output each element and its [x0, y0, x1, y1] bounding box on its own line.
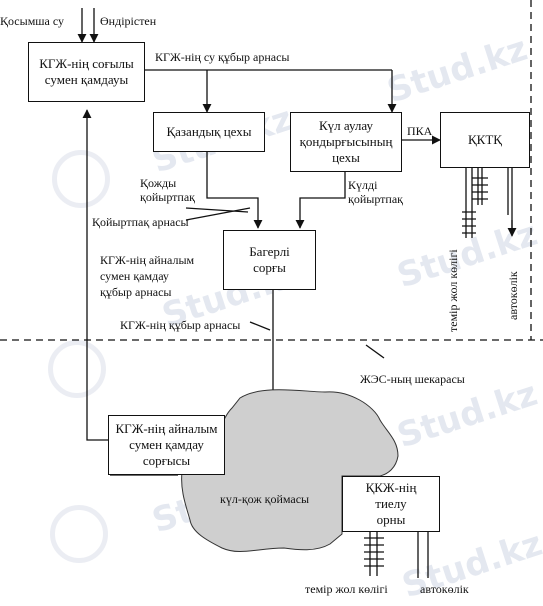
auto-top-label: автокөлік — [506, 271, 520, 320]
watermark-logo — [48, 340, 106, 398]
circulating-pump-box: КГЖ-нің айналым сумен қамдау сорғысы — [108, 415, 225, 475]
auto-bottom-label: автокөлік — [420, 582, 469, 596]
bager-pump-box: Багерлі сорғы — [223, 230, 316, 290]
ash-thickener-label: Күлді қойыртпақ — [348, 178, 403, 206]
rail-bottom-ties — [364, 537, 384, 567]
bager-pump-label: Багерлі сорғы — [249, 244, 290, 275]
circulating-pump-label: КГЖ-нің айналым сумен қамдау сорғысы — [115, 421, 218, 468]
circulating-return-arrow — [82, 109, 108, 441]
unloading-label: ҚКЖ-нің тиелу орны — [365, 480, 417, 527]
auto-bottom-track — [417, 530, 429, 578]
ash-removal-shop-label: Күл аулау қондырғысының цехы — [299, 118, 393, 165]
ash-pond-label: күл-қож қоймасы — [220, 492, 310, 506]
slag-thickener-arrow — [206, 152, 263, 229]
unloading-box: ҚКЖ-нің тиелу орны — [342, 476, 440, 532]
rail-top-track — [465, 168, 473, 238]
water-supply-box: КГЖ-нің соғылы сумен қамдауы — [28, 42, 145, 102]
rail-top-label: теміp жол көлігі — [446, 249, 460, 332]
boiler-shop-label: Қазандық цехы — [166, 124, 252, 139]
thickener-pipeline-label: Қойыртпақ арнасы — [92, 215, 189, 229]
rail-top-ties-2 — [462, 211, 476, 234]
water-supply-label: КГЖ-нің соғылы сумен қамдауы — [39, 56, 134, 87]
boundary-leader — [365, 344, 385, 359]
from-production-label: Өндірістен — [100, 14, 157, 28]
pipeline-mid-label: КГЖ-нің құбыр арнасы — [120, 318, 241, 332]
kktk-label: ҚКТҚ — [468, 132, 502, 147]
thickener-leader-2 — [185, 207, 251, 221]
rail-top-ties — [472, 177, 488, 200]
extra-water-label: Қосымша су — [0, 14, 65, 28]
boundary-label: ЖЭС-ның шекарасы — [360, 372, 465, 386]
ash-removal-shop-box: Күл аулау қондырғысының цехы — [290, 112, 402, 172]
pipeline-leader — [249, 321, 271, 331]
thickener-leader-1 — [185, 207, 249, 213]
ash-thickener-arrow — [295, 152, 346, 229]
slag-thickener-label: Қожды қойыртпақ — [140, 176, 195, 204]
circulating-pipeline-label: КГЖ-нің айналым сумен қамдау құбыр арнас… — [100, 253, 195, 299]
rail-bottom-label: теміp жол көлігі — [305, 582, 388, 596]
watermark-logo — [50, 505, 108, 563]
pka-label: ПКА — [407, 124, 433, 138]
kktk-box: ҚКТҚ — [440, 112, 530, 168]
watermark-logo — [52, 150, 110, 208]
rail-bottom-track — [369, 530, 378, 576]
water-pipeline-label: КГЖ-нің су құбыр арнасы — [155, 50, 290, 64]
boiler-shop-box: Қазандық цехы — [153, 112, 265, 152]
